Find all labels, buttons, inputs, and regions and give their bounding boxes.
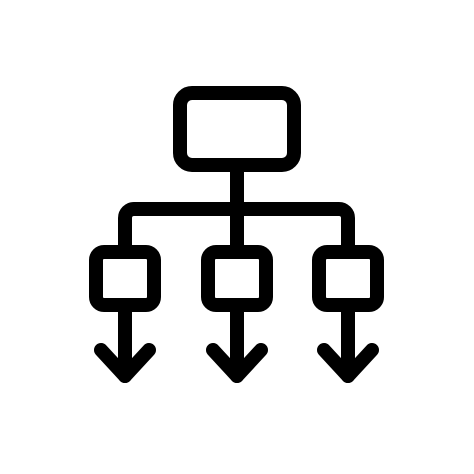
child-node-right [312,245,384,312]
arrow-down-icon [317,298,379,383]
arrow-down-icon [94,298,156,383]
child-node-center [201,245,273,312]
parent-node [173,86,301,172]
arrow-down-icon [206,298,268,383]
child-node-left [89,245,161,312]
